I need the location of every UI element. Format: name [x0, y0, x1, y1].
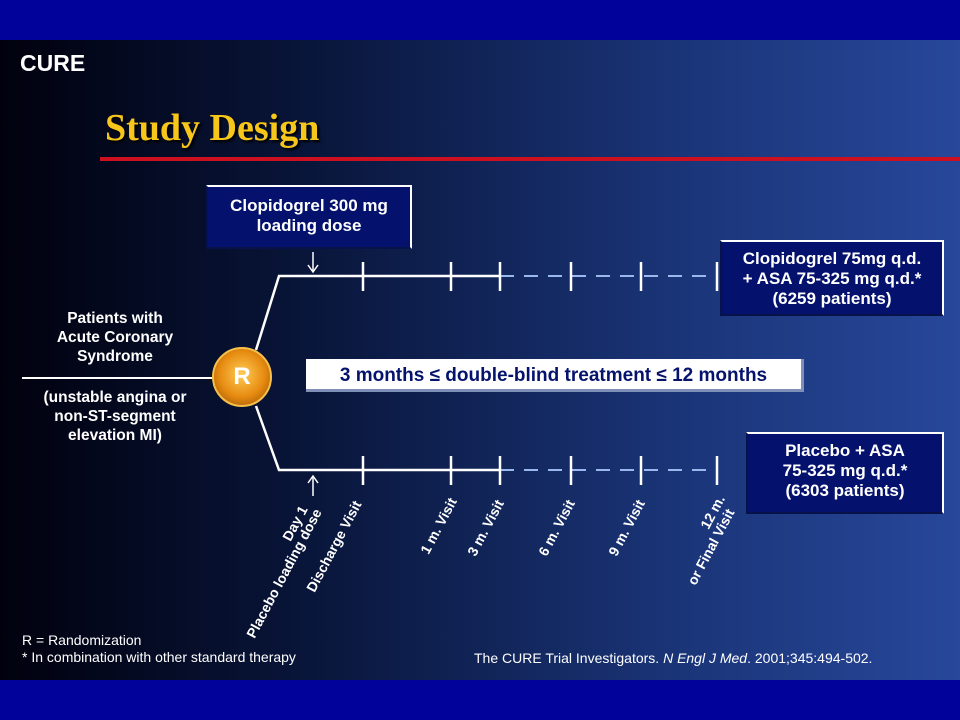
- population-detail: (unstable angina or non-ST-segment eleva…: [22, 388, 208, 445]
- loading-dose-box: Clopidogrel 300 mg loading dose: [206, 185, 412, 249]
- placebo-loading-arrow: [307, 474, 319, 496]
- population-line-3: Syndrome: [77, 348, 153, 365]
- top-band: [0, 0, 960, 40]
- clopidogrel-arm-line-2: + ASA 75-325 mg q.d.*: [742, 269, 922, 288]
- placebo-arm-line-1: Placebo + ASA: [785, 441, 905, 460]
- lower-branch: [254, 405, 362, 472]
- population-detail-line-3: elevation MI): [68, 427, 162, 444]
- randomization-circle: R: [212, 347, 272, 407]
- citation-details: . 2001;345:494-502.: [747, 650, 873, 666]
- citation-authors: The CURE Trial Investigators.: [474, 650, 664, 666]
- loading-dose-line-2: loading dose: [256, 216, 362, 235]
- population-line-2: Acute Coronary: [56, 329, 174, 346]
- clopidogrel-arm-box: Clopidogrel 75mg q.d. + ASA 75-325 mg q.…: [720, 240, 944, 316]
- placebo-arm-line-2: 75-325 mg q.d.*: [782, 461, 908, 480]
- lower-visit-ticks: [361, 456, 719, 485]
- population-detail-line-2: non-ST-segment: [54, 408, 176, 425]
- study-acronym: CURE: [20, 50, 86, 76]
- citation-journal: N Engl J Med: [663, 650, 748, 666]
- loading-dose-line-1: Clopidogrel 300 mg: [230, 196, 388, 215]
- citation: The CURE Trial Investigators. N Engl J M…: [474, 650, 872, 666]
- slide-title: Study Design: [105, 107, 320, 149]
- placebo-arm-box: Placebo + ASA 75-325 mg q.d.* (6303 pati…: [746, 432, 944, 514]
- upper-visit-ticks: [361, 262, 719, 291]
- title-rule: [100, 157, 960, 161]
- placebo-arm-line-3: (6303 patients): [785, 481, 905, 500]
- treatment-duration-box: 3 months ≤ double-blind treatment ≤ 12 m…: [306, 359, 804, 392]
- population-label: Patients with Acute Coronary Syndrome: [22, 309, 208, 366]
- upper-branch: [254, 274, 362, 351]
- clopidogrel-arm-line-3: (6259 patients): [772, 289, 892, 308]
- loading-dose-arrow: [307, 252, 319, 274]
- population-detail-line-1: (unstable angina or: [43, 389, 187, 406]
- footnote-standard-therapy: * In combination with other standard the…: [22, 649, 296, 665]
- clopidogrel-arm-line-1: Clopidogrel 75mg q.d.: [742, 249, 922, 268]
- population-line-1: Patients with: [67, 310, 163, 327]
- bottom-band: [0, 680, 960, 720]
- footnote-randomization: R = Randomization: [22, 632, 142, 648]
- footnotes: R = Randomization * In combination with …: [22, 632, 296, 666]
